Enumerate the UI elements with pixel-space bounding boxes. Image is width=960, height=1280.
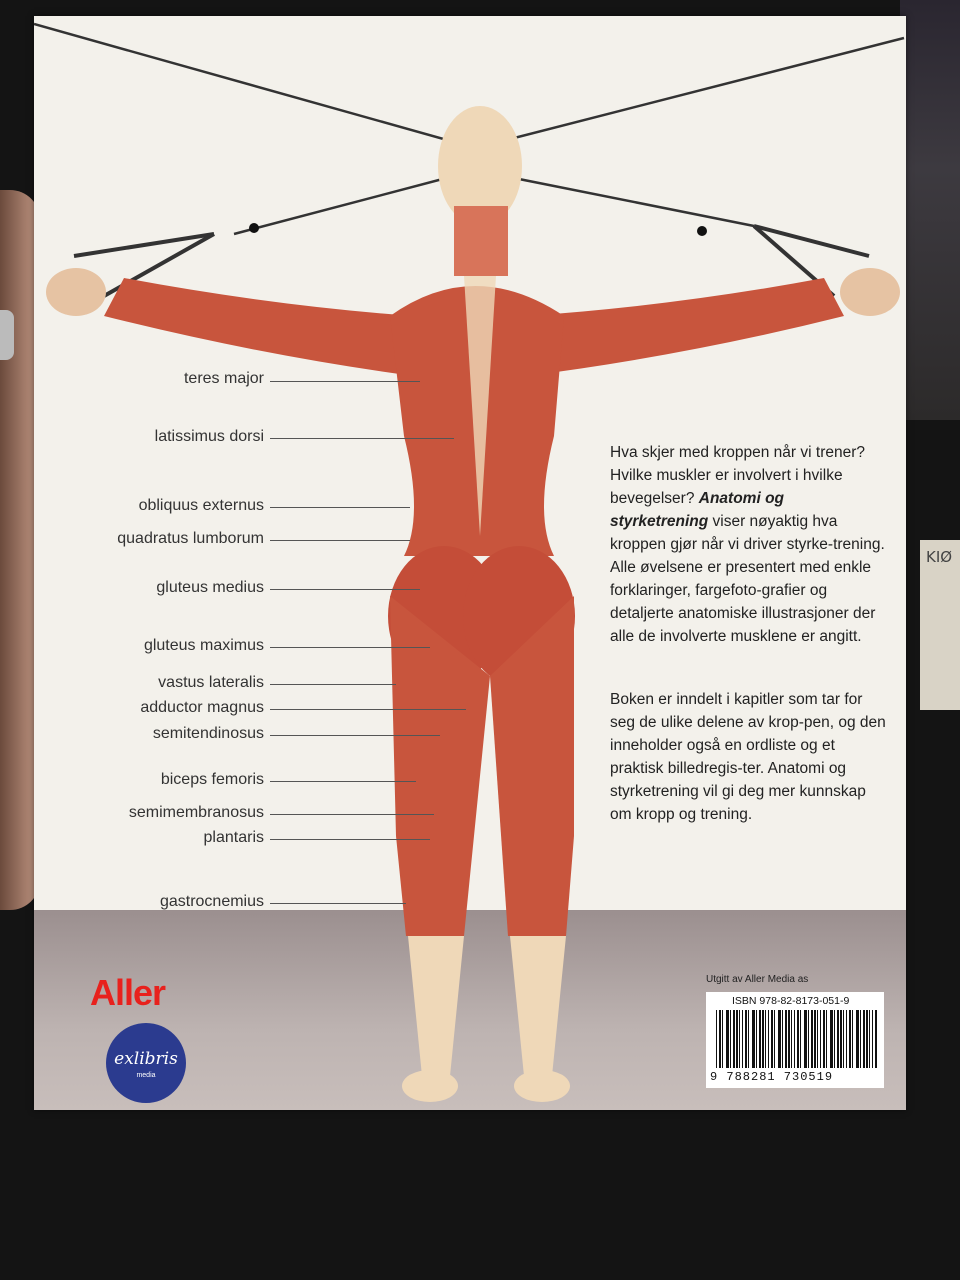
leader-line [270,589,420,590]
muscle-label: semitendinosus [152,725,264,742]
muscle-label: semimembranosus [128,804,264,821]
barcode-bar [856,1010,859,1068]
barcode-bar [797,1010,799,1068]
barcode-bar [778,1010,781,1068]
barcode-bar [791,1010,792,1068]
isbn-text: ISBN 978-82-8173-051-9 [732,995,850,1007]
sticky-note-text: KIØ [926,548,953,566]
barcode-bar [765,1010,766,1068]
exlibris-sub: media [136,1072,156,1079]
barcode-bar [752,1010,755,1068]
barcode-bar [808,1010,809,1068]
barcode-bar [748,1010,749,1068]
anatomy-illustration [34,22,905,1102]
leader-line [270,735,440,736]
ring [0,310,14,360]
book-title: Anatomi og styrketrening [610,490,785,530]
blurb-text-a: Hva skjer med kroppen når vi trener? Hvi… [610,444,866,507]
muscle-label: vastus lateralis [158,674,264,691]
muscle-label: latissimus dorsi [154,428,264,445]
barcode-bar [756,1010,757,1068]
muscle-label: biceps femoris [160,771,264,788]
barcode-bar [872,1010,873,1068]
leader-line [270,540,410,541]
leader-line [270,684,396,685]
barcode-bar [782,1010,783,1068]
leader-line [270,781,416,782]
barcode-bar [852,1010,853,1068]
blurb-text-c: Boken er inndelt i kapitler som tar for … [610,691,886,823]
barcode-bar [875,1010,877,1068]
barcode-bar [840,1010,842,1068]
muscle-label: teres major [183,370,264,387]
barcode-bar [800,1010,801,1068]
barcode: ISBN 978-82-8173-051-9 9 788281 730519 [706,992,884,1088]
barcode-bar [726,1010,729,1068]
muscle-label: plantaris [203,829,264,846]
barcode-bar [814,1010,816,1068]
barcode-bar [771,1010,773,1068]
barcode-bar [866,1010,868,1068]
barcode-bar [716,1010,717,1068]
barcode-bar [739,1010,740,1068]
leader-line [270,381,420,382]
barcode-bar [834,1010,835,1068]
barcode-bar [837,1010,839,1068]
barcode-bar [745,1010,747,1068]
leader-line [270,814,434,815]
barcode-bar [785,1010,787,1068]
barcode-bar [849,1010,851,1068]
barcode-bar [736,1010,738,1068]
blurb-text-b: viser nøyaktig hva kroppen gjør når vi d… [610,513,885,645]
barcode-digits: 9 788281 730519 [710,1070,834,1084]
leader-line [270,507,410,508]
barcode-bar [817,1010,818,1068]
leader-line [270,647,430,648]
muscle-label: gluteus medius [156,579,264,596]
barcode-bar [804,1010,807,1068]
background-clutter [900,0,960,420]
leader-line [270,709,466,710]
barcode-bar [788,1010,790,1068]
aller-logo: Aller [90,972,166,1013]
barcode-bar [869,1010,870,1068]
barcode-bar [846,1010,847,1068]
barcode-bar [742,1010,743,1068]
barcode-bar [768,1010,769,1068]
barcode-bar [730,1010,731,1068]
leader-line [270,839,430,840]
barcode-bar [826,1010,827,1068]
barcode-bar [774,1010,775,1068]
book-back-cover: teres major latissimus dorsi obliquus ex… [34,16,906,1110]
barcode-bar [843,1010,844,1068]
barcode-bar [759,1010,761,1068]
barcode-bar [823,1010,825,1068]
barcode-bar [811,1010,813,1068]
description-paragraph-2: Boken er inndelt i kapitler som tar for … [610,688,886,826]
barcode-bar [719,1010,721,1068]
sticky-note: KIØ [920,540,960,710]
description-paragraph-1: Hva skjer med kroppen når vi trener? Hvi… [610,441,886,648]
muscle-label: obliquus externus [138,497,264,514]
muscle-label: gluteus maximus [143,637,264,654]
muscle-label: adductor magnus [140,699,264,716]
barcode-bar [733,1010,735,1068]
exlibris-logo: exlibris media [106,1023,186,1103]
exlibris-name: exlibris [114,1049,178,1069]
leader-line [270,438,454,439]
barcode-bar [820,1010,821,1068]
muscle-label: quadratus lumborum [117,530,264,547]
barcode-bars [716,1010,877,1068]
muscle-label: gastrocnemius [159,893,264,910]
barcode-bar [794,1010,795,1068]
barcode-bar [860,1010,861,1068]
publisher-note: Utgitt av Aller Media as [706,974,809,985]
barcode-bar [722,1010,723,1068]
barcode-bar [863,1010,865,1068]
barcode-bar [762,1010,764,1068]
leader-line [270,903,406,904]
barcode-bar [830,1010,833,1068]
